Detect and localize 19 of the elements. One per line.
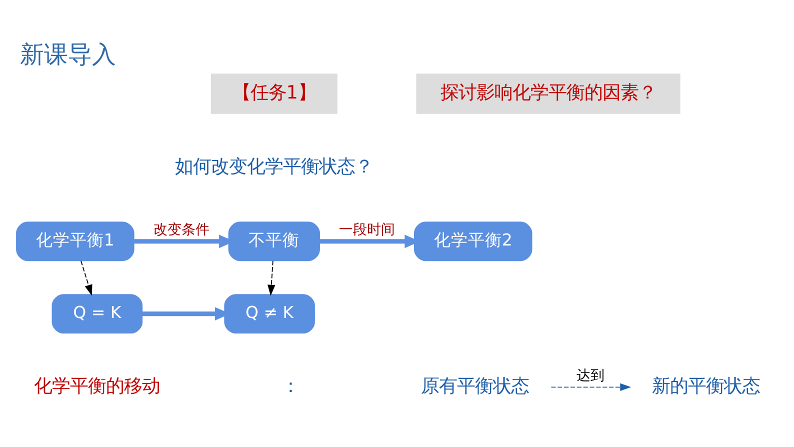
edge-label: 一段时间 <box>338 222 395 238</box>
diagram-title: 新课导入 <box>20 40 116 68</box>
arrow <box>268 260 276 296</box>
label: 化学平衡的移动 <box>34 376 160 397</box>
label: ： <box>282 376 300 397</box>
node-box: 不平衡 <box>228 222 320 262</box>
label: 探讨影响化学平衡的因素？ <box>440 82 656 104</box>
node-text: 新的平衡状态 <box>652 376 760 397</box>
node-box: Q ≠ K <box>224 294 315 334</box>
node-box: 化学平衡2 <box>414 222 532 262</box>
node-text: 原有平衡状态 <box>420 376 529 397</box>
arrow <box>550 383 632 392</box>
node-box: Q = K <box>52 294 143 334</box>
edge-label: 达到 <box>576 368 604 384</box>
label: 如何改变化学平衡状态？ <box>175 156 374 178</box>
edge-label: 改变条件 <box>153 222 210 238</box>
label: 【任务1】 <box>232 82 316 104</box>
arrow <box>80 260 92 296</box>
node-box: 化学平衡1 <box>16 222 134 262</box>
